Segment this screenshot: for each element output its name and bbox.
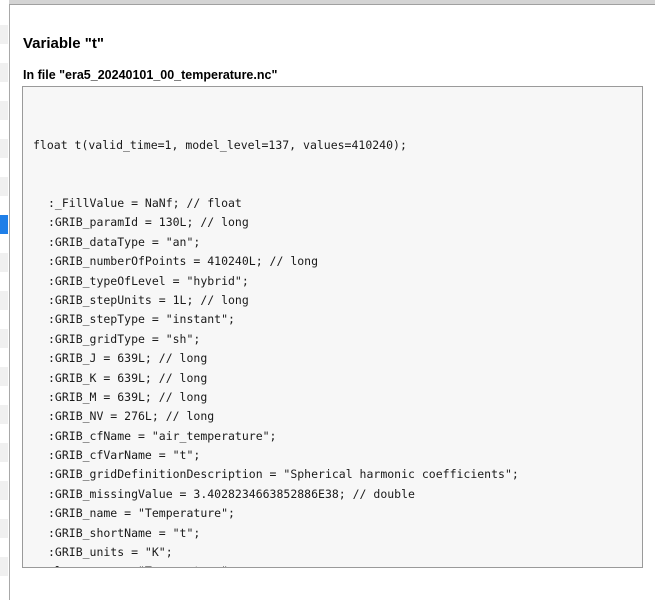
file-tree-row[interactable] — [0, 291, 8, 310]
file-tree-row-selected[interactable] — [0, 215, 8, 234]
file-tree-row[interactable] — [0, 310, 8, 329]
attribute-line-list: :_FillValue = NaNf; // float :GRIB_paramI… — [33, 194, 642, 567]
file-tree-row[interactable] — [0, 158, 8, 177]
file-subtitle: In file "era5_20240101_00_temperature.nc… — [23, 68, 278, 82]
file-tree-row[interactable] — [0, 500, 8, 519]
file-tree-row[interactable] — [0, 348, 8, 367]
attribute-line: :GRIB_gridType = "sh"; — [48, 331, 201, 346]
attribute-line: :_FillValue = NaNf; // float — [48, 196, 242, 211]
attribute-line: :GRIB_stepUnits = 1L; // long — [48, 292, 249, 307]
file-tree-row[interactable] — [0, 25, 8, 44]
file-tree-row[interactable] — [0, 481, 8, 500]
file-tree-row[interactable] — [0, 101, 8, 120]
file-tree-row[interactable] — [0, 519, 8, 538]
window-top-divider — [9, 0, 655, 5]
attribute-line: :GRIB_units = "K"; — [48, 545, 173, 560]
attribute-line: :GRIB_numberOfPoints = 410240L; // long — [48, 254, 319, 269]
attribute-line: :GRIB_J = 639L; // long — [48, 351, 208, 366]
file-tree-row[interactable] — [0, 443, 8, 462]
attribute-line: :GRIB_cfVarName = "t"; — [48, 448, 201, 463]
attribute-line: :GRIB_gridDefinitionDescription = "Spher… — [48, 467, 519, 482]
file-tree-row[interactable] — [0, 120, 8, 139]
attribute-line: :GRIB_typeOfLevel = "hybrid"; — [48, 273, 249, 288]
attribute-line: :GRIB_name = "Temperature"; — [48, 506, 235, 521]
file-tree-sliver[interactable] — [0, 0, 10, 600]
file-tree-row[interactable] — [0, 386, 8, 405]
file-tree-row[interactable] — [0, 234, 8, 253]
file-tree-row[interactable] — [0, 538, 8, 557]
attribute-line: :GRIB_missingValue = 3.4028234663852886E… — [48, 486, 415, 501]
file-tree-row[interactable] — [0, 139, 8, 158]
file-tree-row[interactable] — [0, 367, 8, 386]
attribute-line: :GRIB_stepType = "instant"; — [48, 312, 235, 327]
attribute-line: :GRIB_K = 639L; // long — [48, 370, 208, 385]
attribute-line: :GRIB_NV = 276L; // long — [48, 409, 215, 424]
file-tree-row[interactable] — [0, 557, 8, 576]
file-tree-row[interactable] — [0, 576, 8, 595]
attribute-line: :GRIB_M = 639L; // long — [48, 389, 208, 404]
file-tree-row[interactable] — [0, 82, 8, 101]
file-tree-row[interactable] — [0, 44, 8, 63]
file-tree-row[interactable] — [0, 424, 8, 443]
variable-declaration-line: float t(valid_time=1, model_level=137, v… — [33, 137, 407, 152]
attribute-line: :long_name = "Temperature"; — [33, 562, 642, 567]
file-tree-row[interactable] — [0, 405, 8, 424]
file-tree-rows — [0, 6, 8, 600]
file-tree-row[interactable] — [0, 272, 8, 291]
attribute-line: :GRIB_dataType = "an"; — [48, 234, 201, 249]
file-tree-row[interactable] — [0, 462, 8, 481]
file-tree-row[interactable] — [0, 253, 8, 272]
file-tree-row[interactable] — [0, 177, 8, 196]
file-tree-row[interactable] — [0, 329, 8, 348]
file-tree-row[interactable] — [0, 63, 8, 82]
file-tree-row[interactable] — [0, 6, 8, 25]
attribute-code-box[interactable]: float t(valid_time=1, model_level=137, v… — [22, 86, 643, 568]
attribute-line: :GRIB_paramId = 130L; // long — [48, 215, 249, 230]
variable-detail-pane: Variable "t" In file "era5_20240101_00_t… — [10, 5, 655, 600]
attribute-line: :GRIB_shortName = "t"; — [48, 525, 201, 540]
attribute-line: :GRIB_cfName = "air_temperature"; — [48, 428, 277, 443]
page-title: Variable "t" — [23, 35, 104, 52]
file-tree-row[interactable] — [0, 196, 8, 215]
attribute-code-lines: float t(valid_time=1, model_level=137, v… — [23, 87, 642, 567]
